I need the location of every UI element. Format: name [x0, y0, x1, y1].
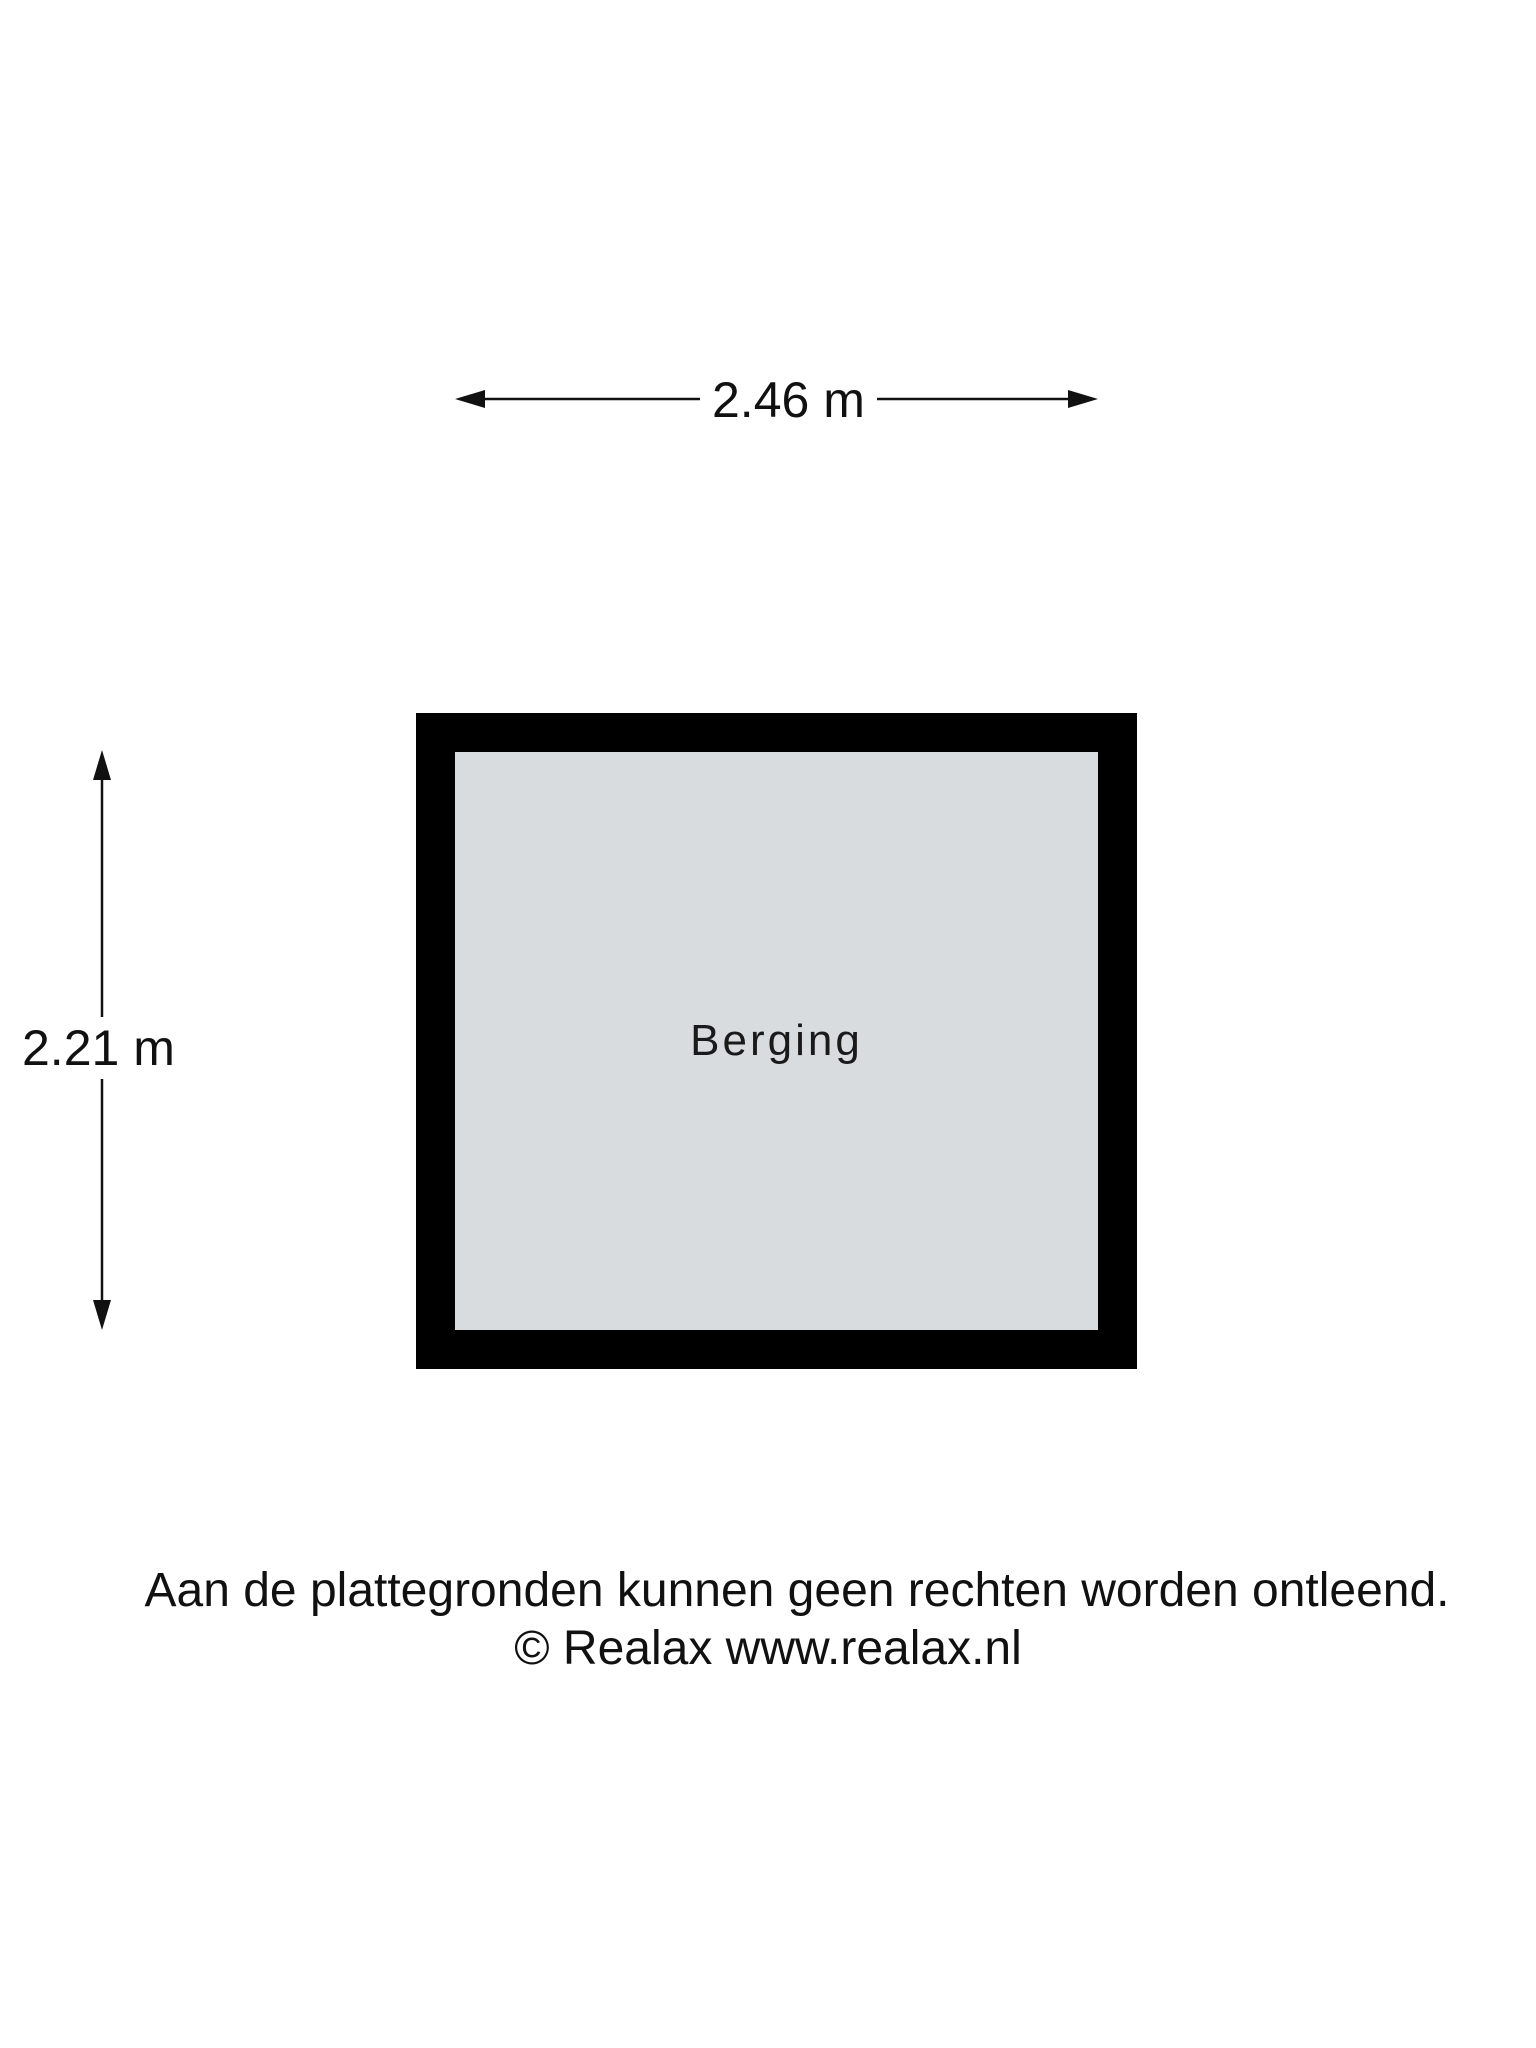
height-dimension-label: 2.21 m [22, 1017, 175, 1079]
copyright-text: © Realax www.realax.nl [514, 1622, 1022, 1675]
room-berging [416, 713, 1137, 1369]
disclaimer-text: Aan de plattegronden kunnen geen rechten… [144, 1564, 1450, 1617]
width-dimension-label: 2.46 m [700, 375, 877, 425]
room-label: Berging [690, 1016, 863, 1065]
